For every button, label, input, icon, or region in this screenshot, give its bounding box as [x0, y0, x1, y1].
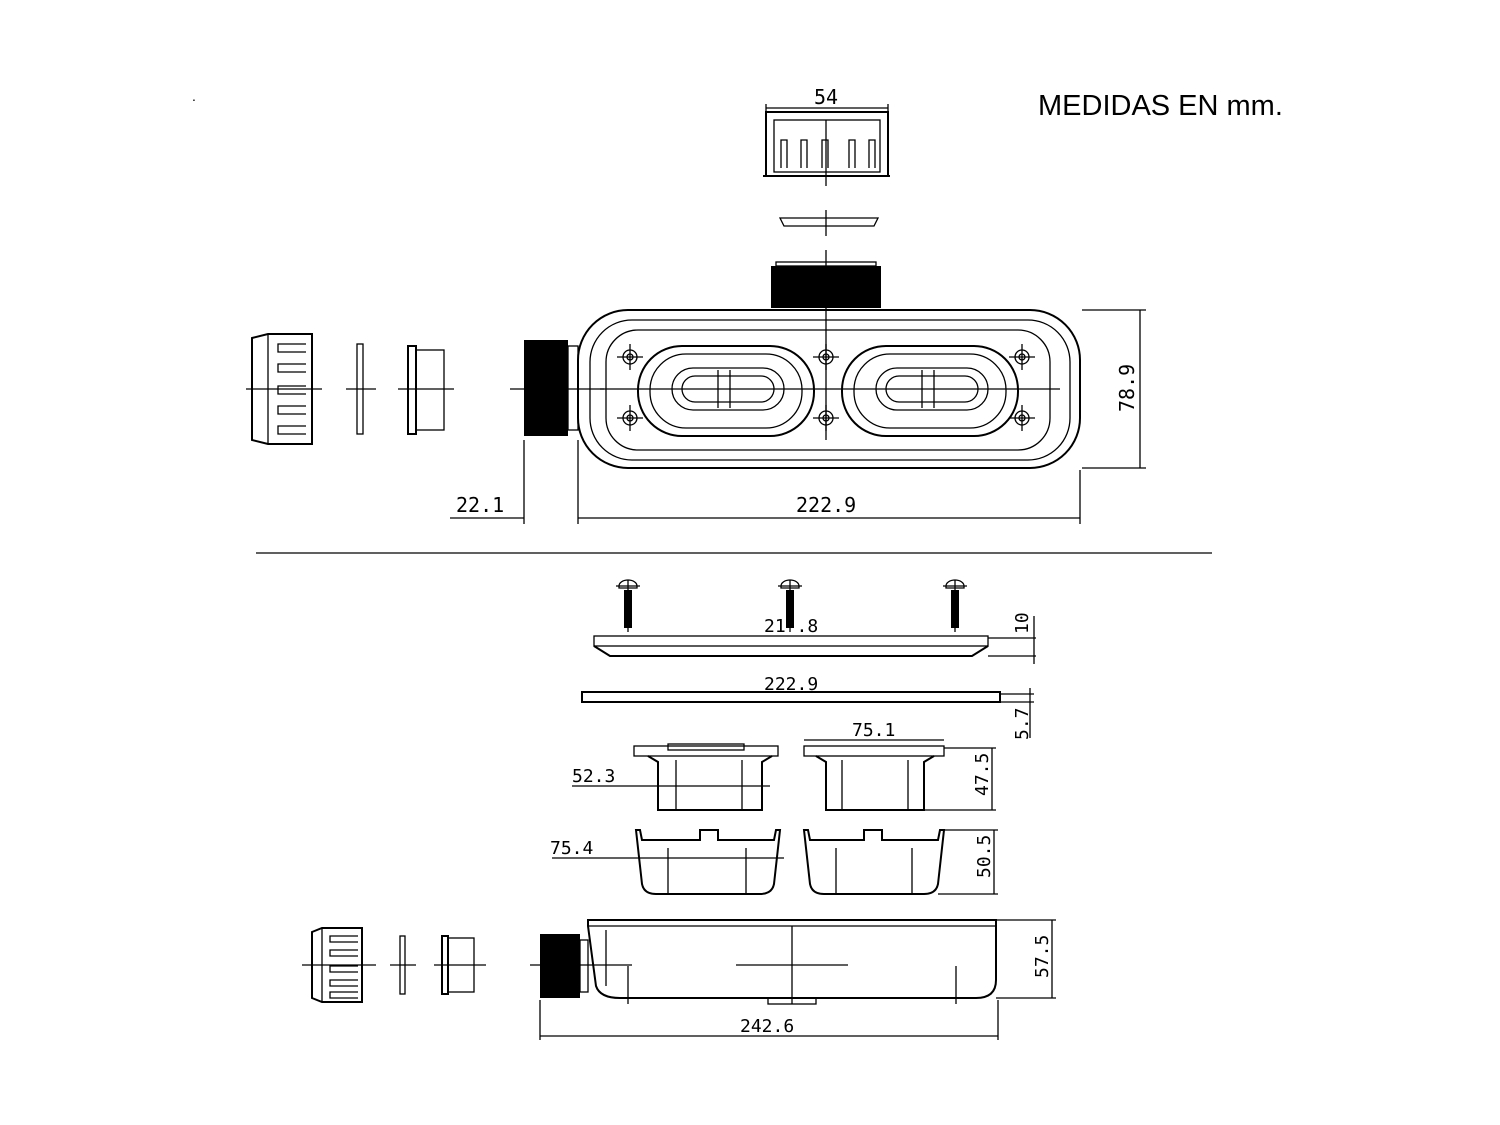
gasket: [581, 688, 1034, 738]
dim-body-height: 78.9: [1115, 364, 1139, 412]
dim-cap-width: 54: [814, 85, 838, 109]
dim-basket-width: 75.4: [550, 838, 593, 859]
side-thread: [524, 340, 579, 436]
base-side-adapter: [434, 935, 486, 995]
dimension-lines-top: [450, 309, 1146, 524]
side-cap: [246, 333, 322, 445]
dim-overall-length: 242.6: [740, 1016, 794, 1037]
base-side-washer: [390, 935, 416, 995]
dim-thread-length: 22.1: [456, 493, 504, 517]
basket-left: [552, 829, 784, 895]
side-adapter: [398, 345, 454, 435]
side-washer: [346, 343, 376, 435]
top-washer: [778, 217, 880, 227]
screw-left: [615, 579, 641, 633]
dim-top-plate-width: 21 .8: [764, 616, 818, 637]
dim-top-plate-thickness: 10: [1012, 612, 1033, 634]
small-cup: [572, 743, 779, 811]
dim-gasket-width: 222.9: [764, 674, 818, 695]
cover-plate: [593, 616, 1036, 664]
base-body: [530, 919, 1056, 1040]
corner-mark: .: [192, 88, 196, 104]
dim-base-height: 57.5: [1032, 935, 1053, 978]
large-cup: [803, 739, 996, 811]
screw-right: [942, 579, 968, 633]
base-side-cap: [302, 927, 376, 1003]
basket-right: [802, 829, 998, 895]
dim-body-length: 222.9: [796, 493, 856, 517]
dim-large-cup-width: 75.1: [852, 720, 895, 741]
dim-cup-height: 47.5: [972, 753, 993, 796]
outlet-body: [577, 250, 1081, 469]
dim-basket-height: 50.5: [974, 835, 995, 878]
dim-gasket-thickness: 5.7: [1012, 707, 1033, 740]
units-note: MEDIDAS EN mm.: [1038, 90, 1283, 122]
dim-small-cup-width: 52.3: [572, 766, 615, 787]
